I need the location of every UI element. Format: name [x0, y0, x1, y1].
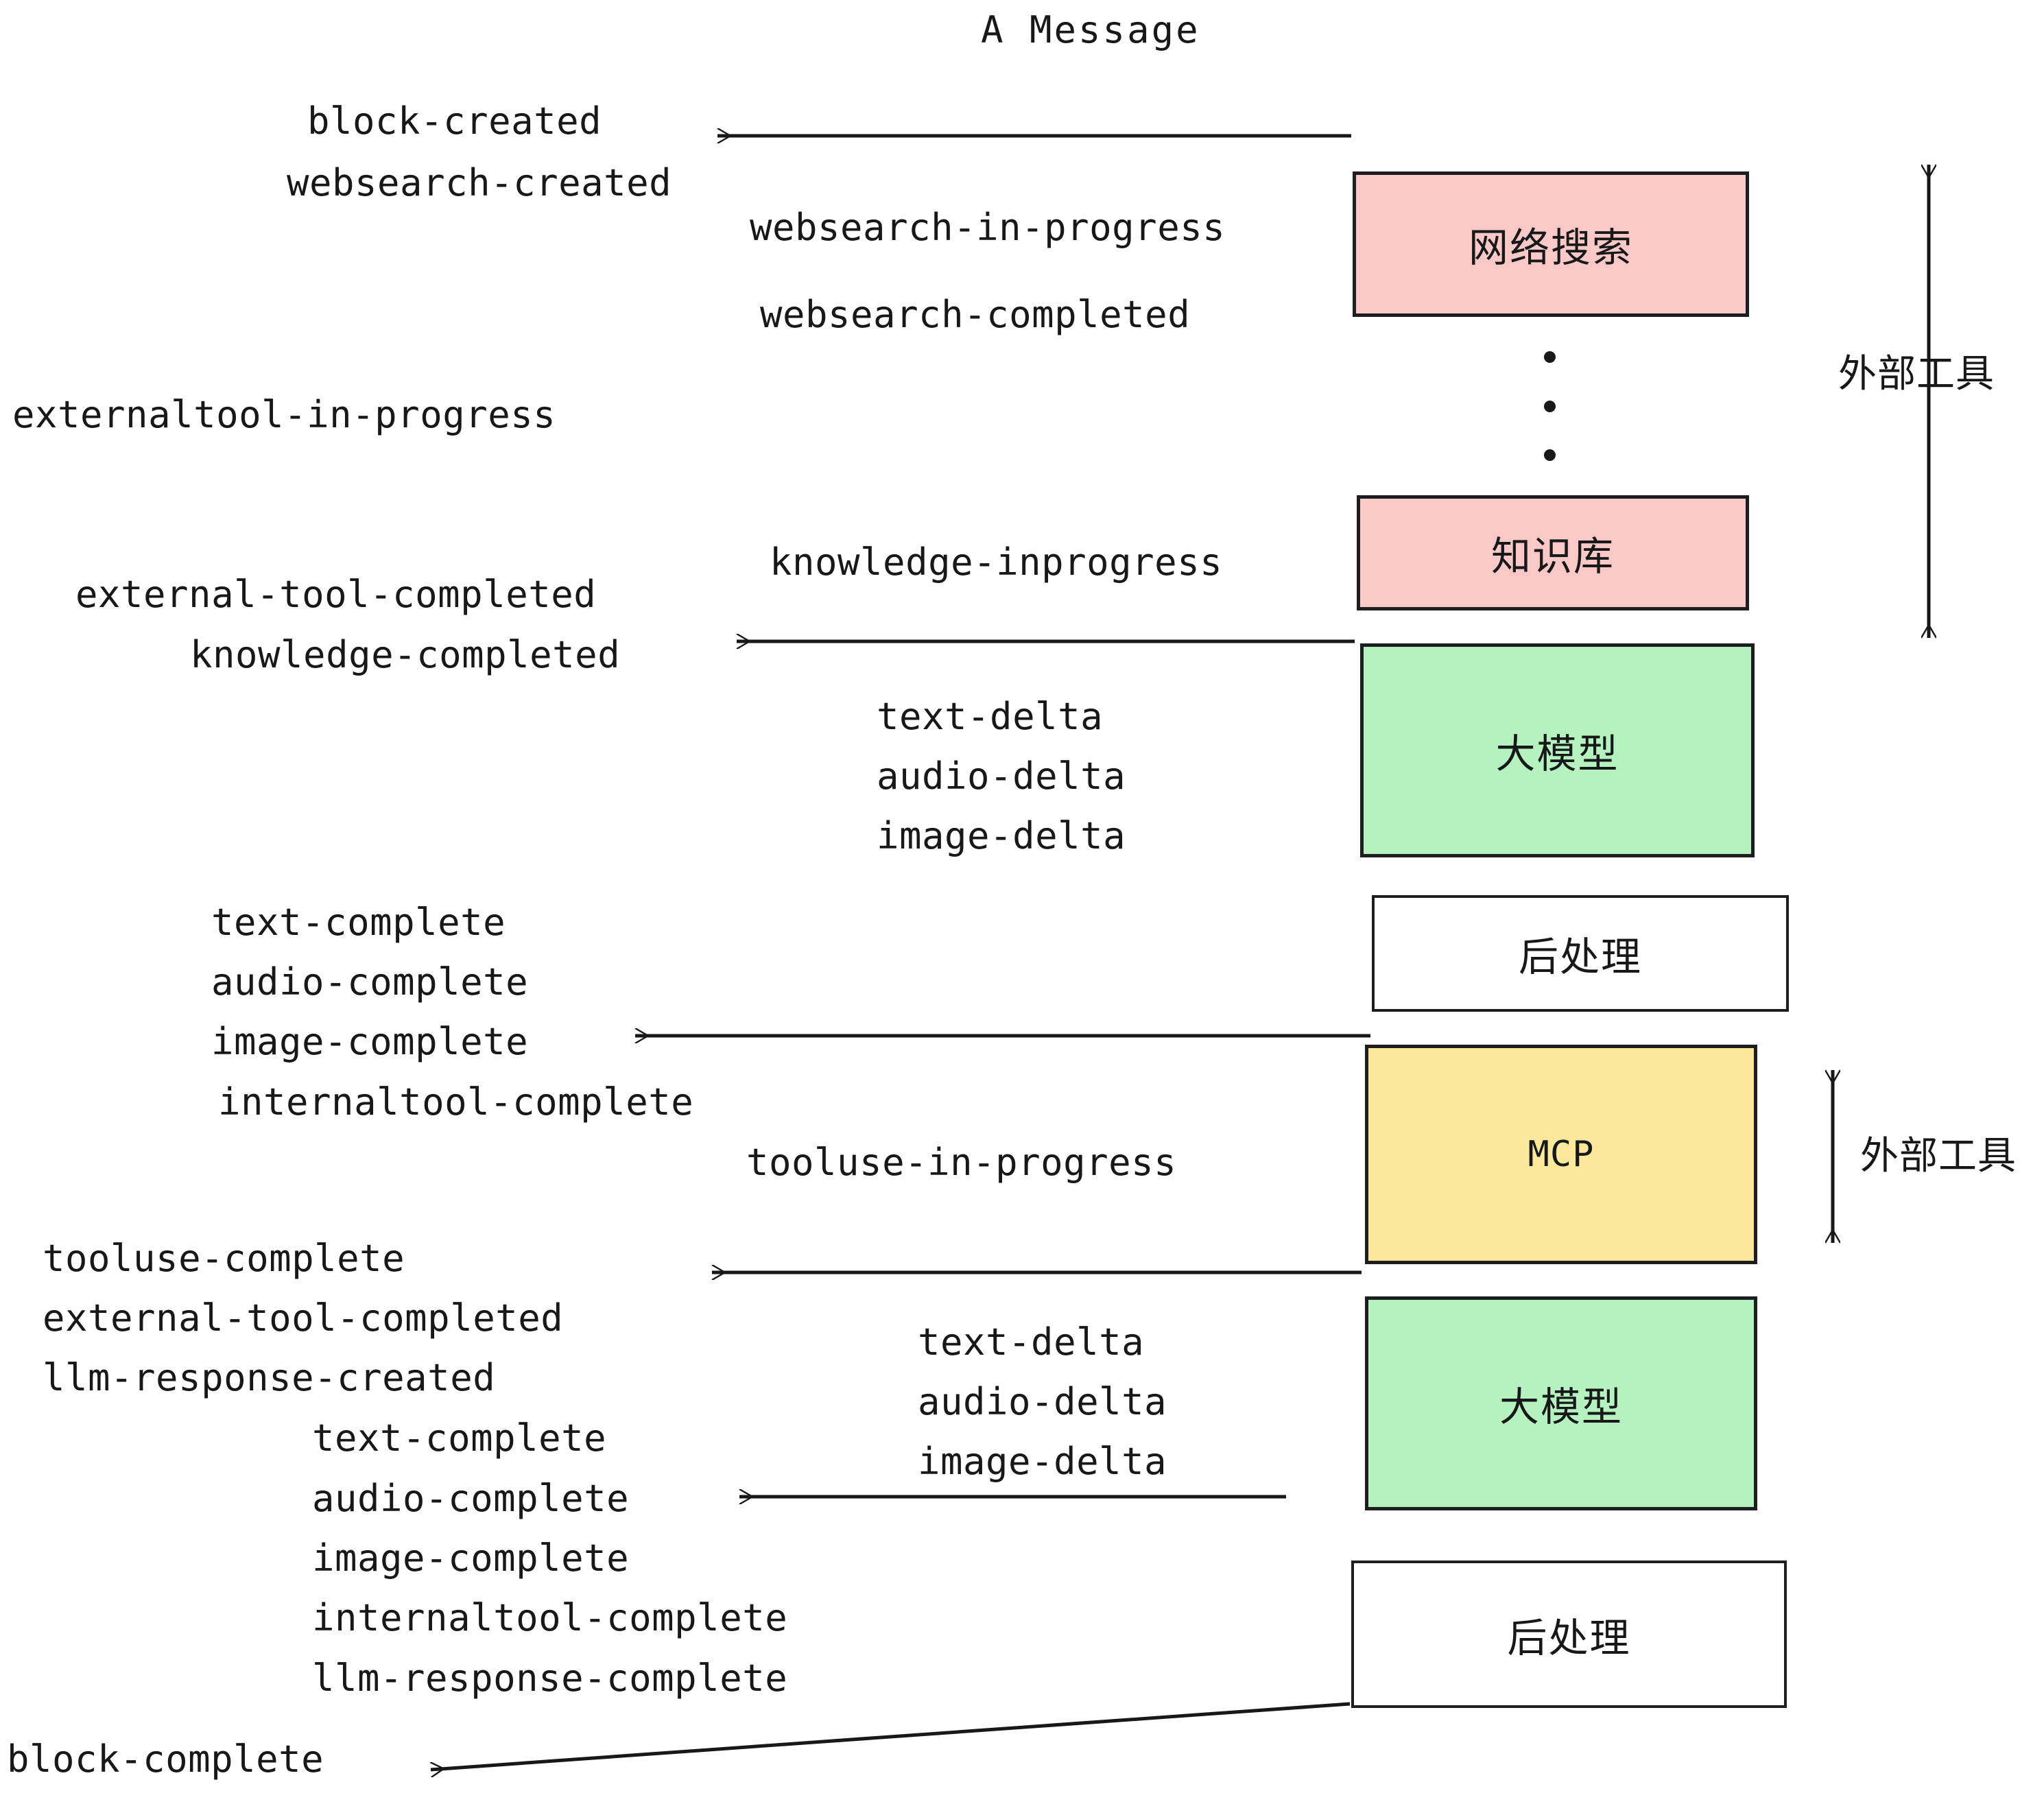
event-audio-delta-second: audio-delta: [918, 1380, 1167, 1423]
event-image-delta-first: image-delta: [877, 814, 1126, 857]
event-audio-delta-first: audio-delta: [877, 755, 1126, 798]
event-image-delta-second: image-delta: [918, 1440, 1167, 1483]
event-block-complete: block-complete: [7, 1737, 324, 1781]
node-label: 知识库: [1490, 533, 1615, 580]
event-text-delta-first: text-delta: [877, 695, 1104, 738]
node-label: 后处理: [1507, 1614, 1631, 1661]
event-block-created: block-created: [307, 99, 602, 143]
node-label: 大模型: [1499, 1384, 1623, 1430]
node-label: 大模型: [1495, 731, 1619, 777]
event-websearch-completed: websearch-completed: [760, 293, 1191, 336]
node-mcp[interactable]: MCP: [1365, 1045, 1757, 1264]
event-external-tool-completed: external-tool-completed: [75, 573, 597, 616]
event-image-complete-second: image-complete: [312, 1536, 630, 1580]
event-audio-complete-second: audio-complete: [312, 1477, 630, 1520]
node-postprocess-second[interactable]: 后处理: [1351, 1560, 1787, 1708]
event-llm-response-complete: llm-response-complete: [312, 1657, 788, 1700]
node-llm-second[interactable]: 大模型: [1365, 1296, 1757, 1510]
event-tooluse-complete: tooluse-complete: [43, 1237, 405, 1280]
node-label: 后处理: [1518, 934, 1642, 980]
node-llm-first[interactable]: 大模型: [1360, 643, 1755, 857]
event-text-complete-second: text-complete: [312, 1416, 607, 1460]
event-text-complete-first: text-complete: [211, 901, 506, 944]
event-llm-response-created: llm-response-created: [43, 1356, 496, 1399]
event-knowledge-inprogress: knowledge-inprogress: [770, 541, 1223, 584]
event-internaltool-complete-second: internaltool-complete: [312, 1596, 788, 1639]
event-external-tool-completed-second: external-tool-completed: [43, 1296, 564, 1340]
diagram-title: A Message: [981, 8, 1200, 51]
event-websearch-in-progress: websearch-in-progress: [750, 206, 1226, 249]
event-websearch-created: websearch-created: [287, 161, 672, 204]
event-audio-complete-first: audio-complete: [211, 960, 529, 1004]
event-externaltool-in-progress: externaltool-in-progress: [12, 393, 556, 436]
node-knowledge-base[interactable]: 知识库: [1357, 495, 1749, 610]
event-arrows: [431, 136, 1370, 1770]
event-text-delta-second: text-delta: [918, 1320, 1145, 1364]
node-postprocess-first[interactable]: 后处理: [1372, 895, 1789, 1012]
external-tools-label-bottom: 外部工具: [1860, 1134, 2017, 1178]
vertical-ellipsis-icon: [1543, 351, 1556, 461]
node-websearch[interactable]: 网络搜索: [1353, 171, 1749, 317]
external-tools-label-top: 外部工具: [1838, 352, 1995, 396]
event-image-complete-first: image-complete: [211, 1020, 529, 1063]
arrow-block-complete: [431, 1702, 1351, 1770]
event-knowledge-completed: knowledge-completed: [190, 633, 621, 676]
event-tooluse-in-progress: tooluse-in-progress: [746, 1141, 1177, 1184]
node-label: 网络搜索: [1468, 224, 1633, 271]
event-internaltool-complete-first: internaltool-complete: [218, 1080, 694, 1124]
node-label: MCP: [1528, 1134, 1595, 1175]
